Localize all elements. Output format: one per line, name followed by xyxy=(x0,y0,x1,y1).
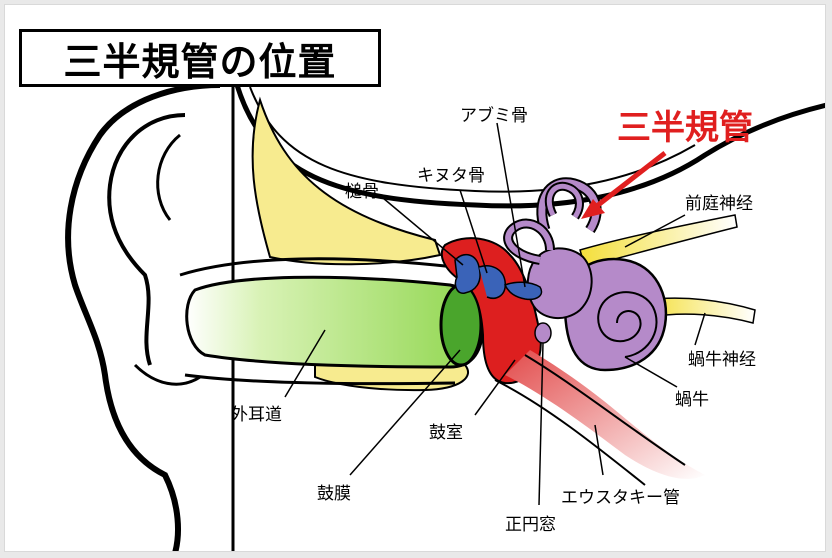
label-round-window: 正円窓 xyxy=(505,510,556,535)
label-incus: キヌタ骨 xyxy=(417,161,485,186)
auricle-fold xyxy=(158,135,180,220)
leader-cochlea xyxy=(625,357,677,387)
label-tympanic-cavity: 鼓室 xyxy=(429,418,463,443)
diagram-frame: 三半規管の位置 三半規管 アブミ骨 槌骨 キヌタ骨 前庭神经 蝸牛神经 蝸牛 外… xyxy=(4,4,826,552)
label-eustachian-tube: エウスタキー管 xyxy=(561,483,680,508)
label-eardrum: 鼓膜 xyxy=(317,479,351,504)
label-ear-canal: 外耳道 xyxy=(231,400,282,425)
label-vestibular-nerve: 前庭神经 xyxy=(685,189,753,214)
round-window-shape xyxy=(535,323,551,343)
title-box: 三半規管の位置 xyxy=(19,29,381,87)
page-title: 三半規管の位置 xyxy=(63,31,336,86)
auricle-inner xyxy=(109,115,185,365)
label-cochlea: 蝸牛 xyxy=(675,385,709,410)
leader-cochlear-nerve xyxy=(695,313,705,345)
ear-canal-outline xyxy=(187,277,484,367)
label-malleus: 槌骨 xyxy=(345,177,379,202)
label-stapes: アブミ骨 xyxy=(460,101,528,126)
label-cochlear-nerve: 蝸牛神经 xyxy=(688,345,756,370)
ear-illustration xyxy=(5,5,826,552)
highlight-label: 三半規管 xyxy=(617,100,753,149)
malleus-bone xyxy=(455,255,480,294)
